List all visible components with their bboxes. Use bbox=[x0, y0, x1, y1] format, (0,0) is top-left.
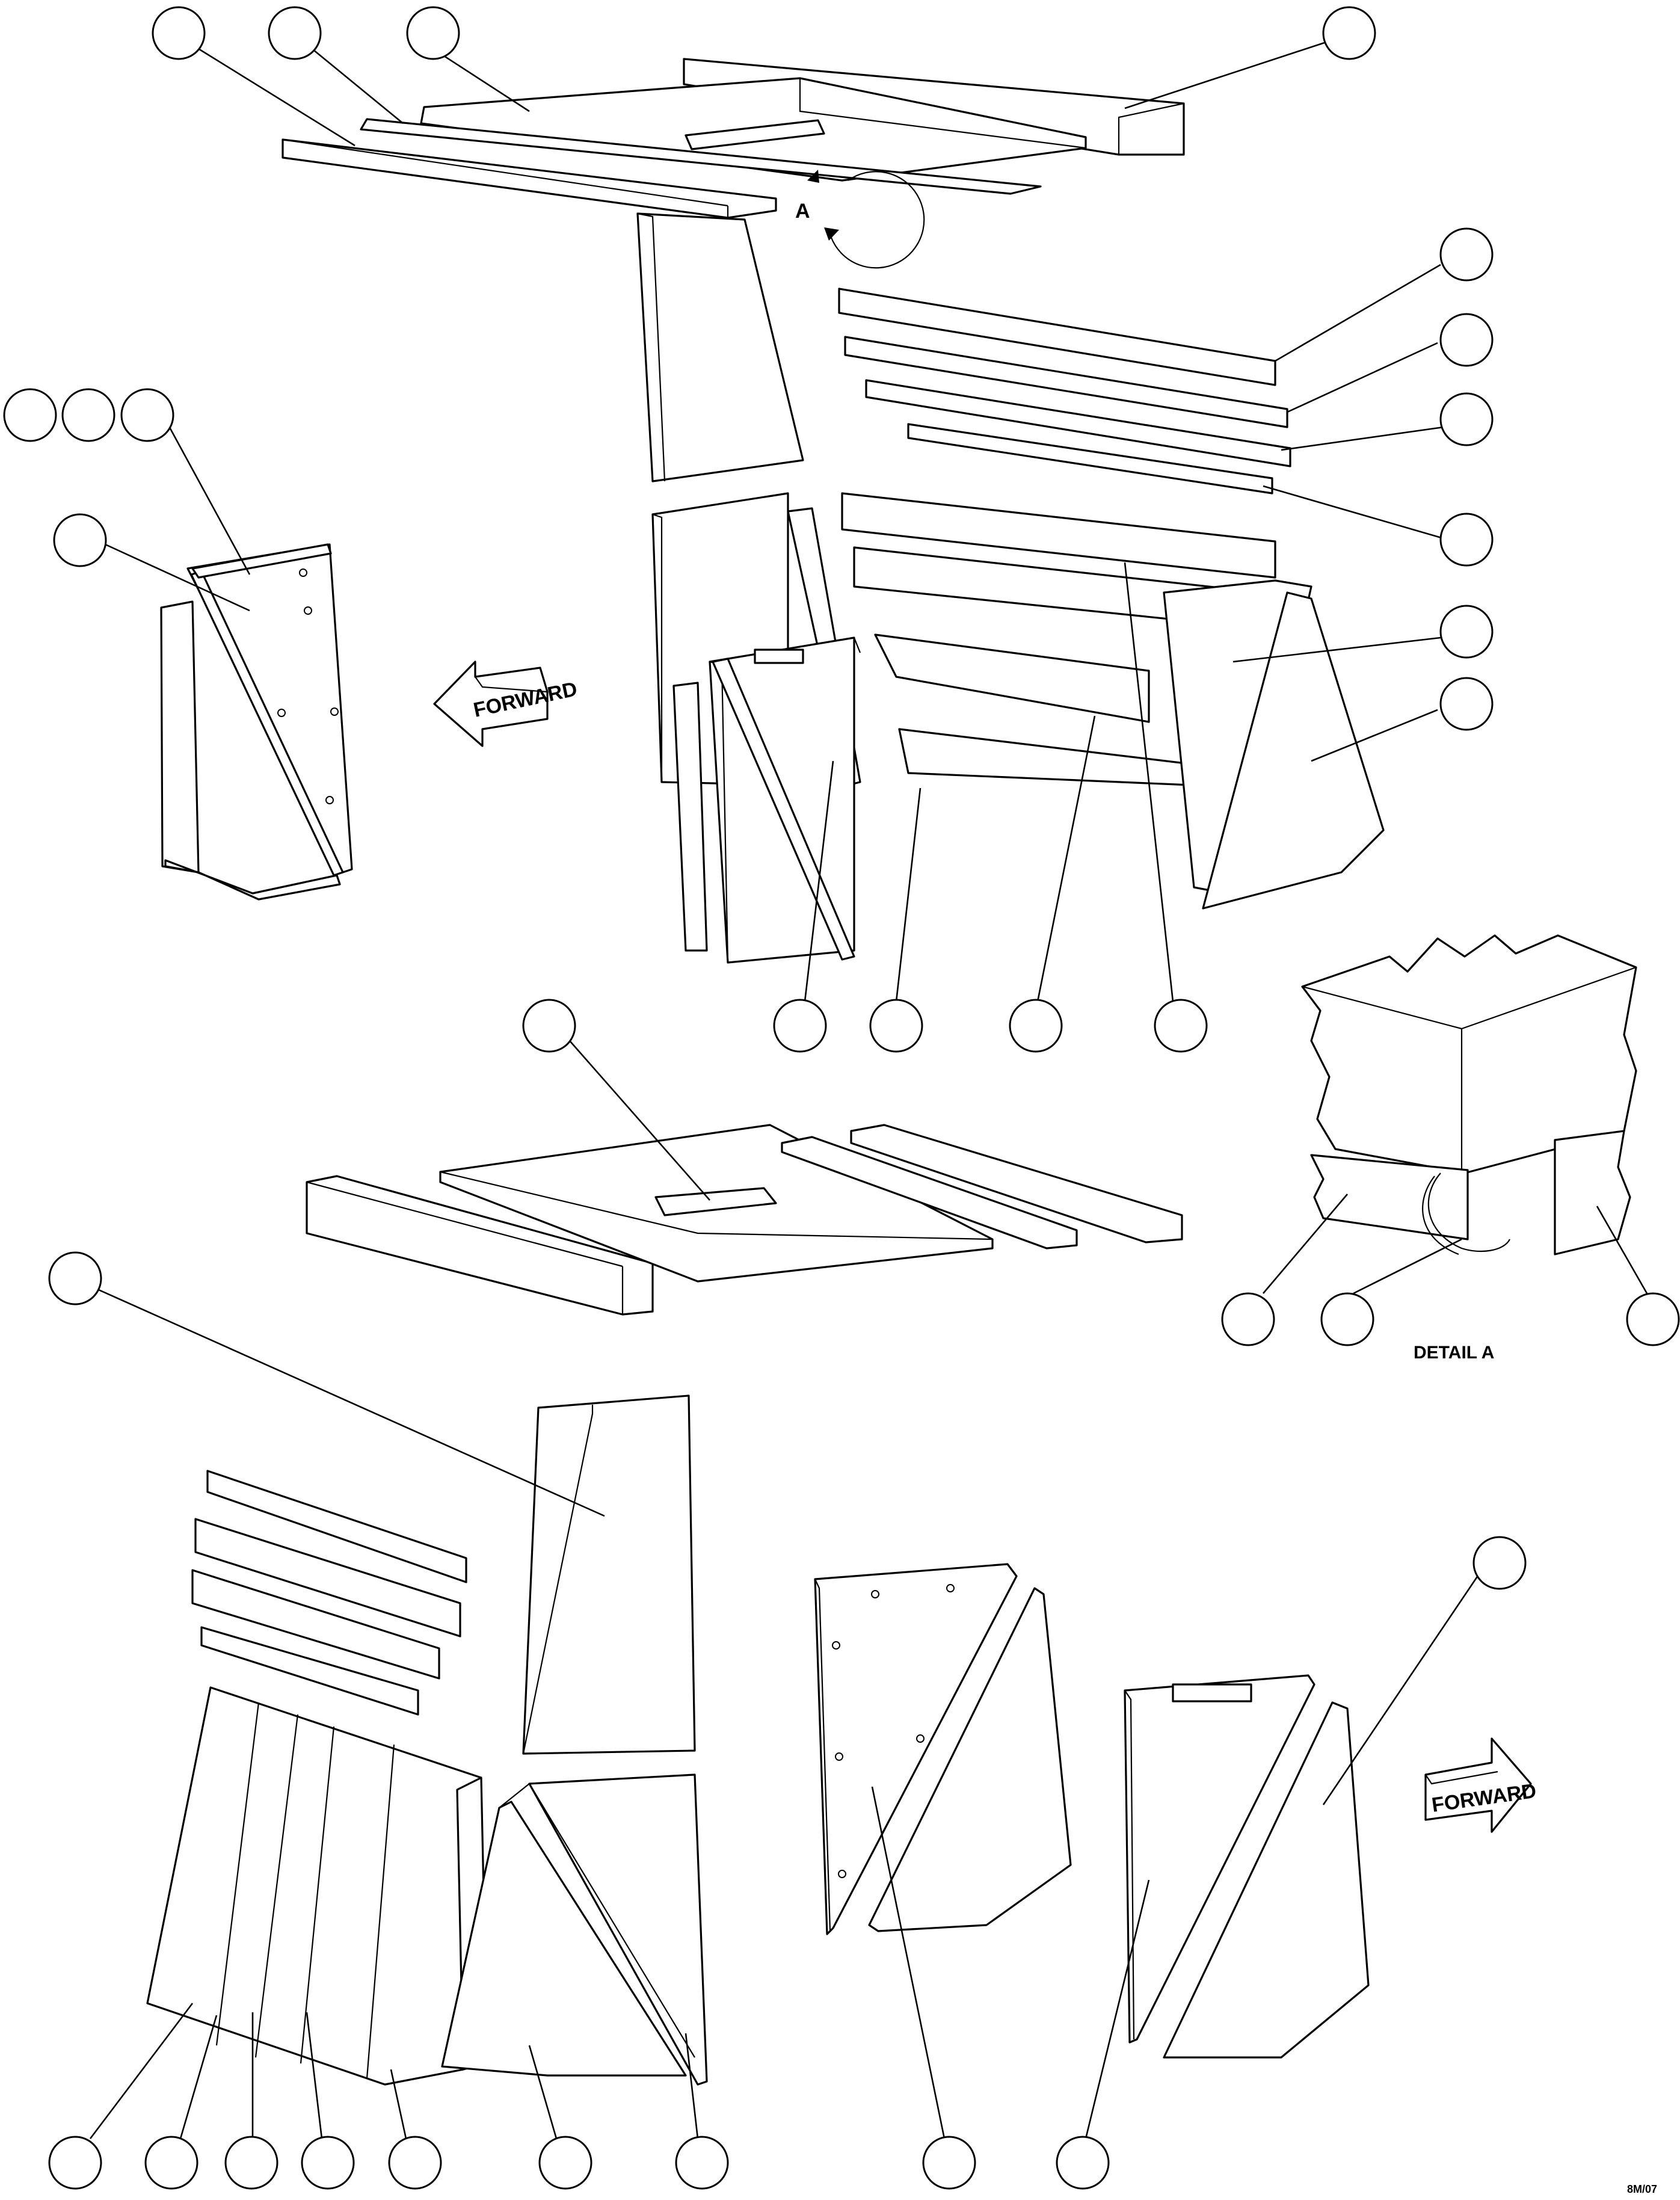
callout-bubble bbox=[406, 6, 460, 60]
callout-bubble bbox=[53, 513, 107, 567]
callout-bubble bbox=[1154, 999, 1208, 1053]
callout-bubble bbox=[675, 2136, 729, 2190]
callout-bubble bbox=[388, 2136, 442, 2190]
forward-arrow-top: FORWARD bbox=[433, 661, 579, 747]
lower-left-assembly bbox=[146, 1394, 708, 2086]
forward-arrow-bottom: FORWARD bbox=[1424, 1737, 1537, 1833]
top-deck-assembly bbox=[282, 58, 1185, 219]
callout-bubble bbox=[1322, 6, 1376, 60]
detail-a-caption: DETAIL A bbox=[1414, 1343, 1494, 1363]
callout-bubble bbox=[1439, 227, 1494, 282]
callout-bubble bbox=[301, 2136, 355, 2190]
detail-a-callout-circle: A bbox=[795, 170, 925, 269]
callout-bubble bbox=[120, 388, 174, 442]
pedestal-column-top bbox=[636, 212, 804, 482]
figure-code: 8M/07 bbox=[1627, 2183, 1657, 2195]
callout-bubble bbox=[268, 6, 322, 60]
callout-bubble bbox=[152, 6, 206, 60]
callout-bubble bbox=[522, 999, 576, 1053]
callout-bubble bbox=[1439, 313, 1494, 367]
callout-bubble bbox=[538, 2136, 592, 2190]
callout-bubble bbox=[224, 2136, 278, 2190]
detail-a-view: DETAIL A bbox=[1301, 934, 1637, 1363]
callout-bubble bbox=[1320, 1292, 1374, 1346]
callout-bubble bbox=[144, 2136, 198, 2190]
lower-right-side-panels bbox=[814, 1563, 1370, 2059]
callout-bubble bbox=[48, 1251, 102, 1305]
callout-bubble bbox=[922, 2136, 976, 2190]
callout-bubble bbox=[773, 999, 827, 1053]
callout-bubble bbox=[48, 2136, 102, 2190]
floor-deck-assembly bbox=[306, 1124, 1183, 1316]
left-side-panel bbox=[160, 543, 353, 901]
backrest-slats bbox=[838, 288, 1291, 495]
callout-bubble bbox=[1221, 1292, 1275, 1346]
callout-bubble bbox=[869, 999, 923, 1053]
callout-bubble bbox=[61, 388, 115, 442]
callout-bubble bbox=[1439, 605, 1494, 659]
callout-bubble bbox=[1439, 392, 1494, 446]
detail-marker-a: A bbox=[795, 200, 810, 223]
callout-leader-lines bbox=[89, 41, 1648, 2139]
callout-bubble bbox=[1626, 1292, 1680, 1346]
callout-bubble bbox=[1472, 1536, 1527, 1590]
seat-bench-assembly bbox=[651, 492, 1385, 964]
callout-bubble bbox=[1439, 677, 1494, 731]
callout-bubble bbox=[1009, 999, 1063, 1053]
callout-bubble bbox=[3, 388, 57, 442]
callout-bubble bbox=[1439, 513, 1494, 567]
callout-bubble bbox=[1056, 2136, 1110, 2190]
callout-bubbles bbox=[3, 6, 1680, 2190]
